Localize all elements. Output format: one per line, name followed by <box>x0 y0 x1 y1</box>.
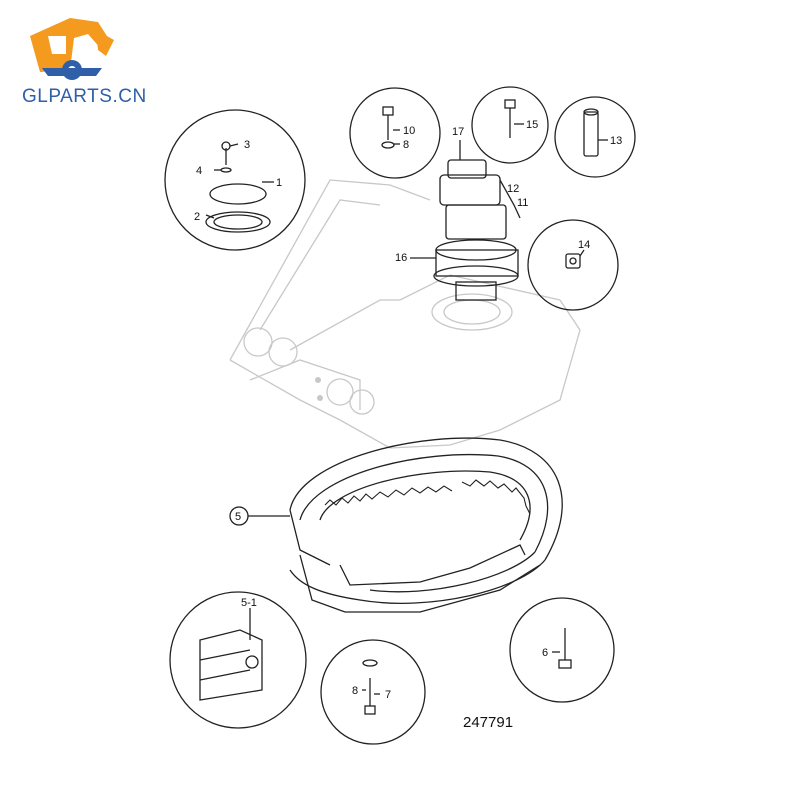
callout-5: 5 <box>235 511 241 523</box>
callout-17: 17 <box>452 126 464 138</box>
callout-7: 7 <box>385 689 391 701</box>
brand-name: GLPARTS.CN <box>22 86 147 107</box>
detail-circle-bolt-15 <box>471 86 549 164</box>
callout-16: 16 <box>395 252 407 264</box>
swing-motor <box>433 159 521 301</box>
callout-15: 15 <box>526 119 538 131</box>
detail-circle-bolt-6 <box>509 597 615 703</box>
excavator-gear-logo-icon <box>30 18 114 80</box>
callout-12: 12 <box>507 183 519 195</box>
figure-number: 247791 <box>463 714 513 731</box>
detail-circle-shim-5-1 <box>169 591 307 729</box>
callout-10: 10 <box>403 125 415 137</box>
detail-circle-pin-13 <box>554 96 636 178</box>
callout-4: 4 <box>196 165 202 177</box>
callout-2: 2 <box>194 211 200 223</box>
callout-13: 13 <box>610 135 622 147</box>
callout-8-bolt: 8 <box>352 685 358 697</box>
detail-circle-bolt-10-8 <box>349 87 441 179</box>
callout-5-marker <box>229 506 290 526</box>
callout-11: 11 <box>517 197 528 209</box>
callout-14: 14 <box>578 239 590 251</box>
detail-circle-cover <box>164 109 306 251</box>
detail-circle-fitting-14 <box>527 219 619 311</box>
callout-6: 6 <box>542 647 548 659</box>
callout-1: 1 <box>276 177 282 189</box>
callout-5-1: 5-1 <box>241 597 257 609</box>
callout-8-upper: 8 <box>403 139 409 151</box>
detail-circle-bolt-7-8 <box>320 639 426 745</box>
upper-frame-outline <box>229 179 581 449</box>
callout-3: 3 <box>244 139 250 151</box>
slew-ring <box>289 437 563 613</box>
